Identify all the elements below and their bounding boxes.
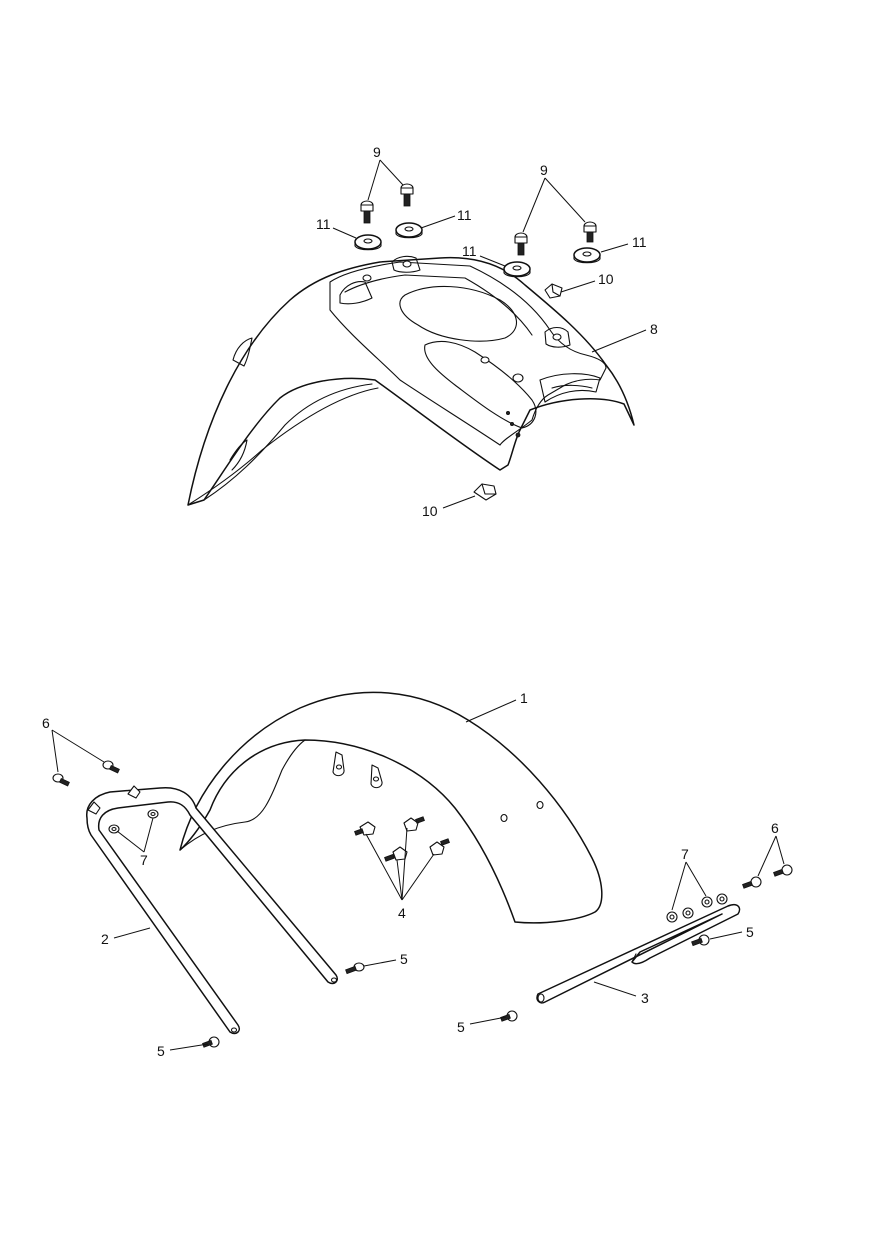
washer-11-d	[573, 247, 601, 264]
callout-10: 10	[422, 503, 438, 519]
callout-3: 3	[641, 990, 649, 1006]
callout-labels: 9 11 11 9 11 11 10 8 10 1 6 7 4 7 6 5 2 …	[42, 144, 779, 1059]
mudguard-stay-3	[536, 893, 741, 1004]
callout-7: 7	[140, 852, 148, 868]
bolts-4	[354, 816, 450, 862]
callout-6: 6	[771, 820, 779, 836]
callout-5: 5	[746, 924, 754, 940]
bolt-9-d	[583, 221, 597, 243]
callout-7: 7	[681, 846, 689, 862]
leader-lines	[51, 159, 785, 1051]
front-mudguard-upper	[187, 255, 635, 506]
bolt-5-d	[691, 934, 710, 947]
callout-6: 6	[42, 715, 50, 731]
callout-9: 9	[540, 162, 548, 178]
callout-1: 1	[520, 690, 528, 706]
bolt-6-d	[773, 864, 793, 877]
mudguard-lower	[179, 691, 603, 924]
bolt-5-a	[345, 962, 365, 975]
clip-10-b	[473, 483, 497, 501]
callout-5: 5	[400, 951, 408, 967]
callout-8: 8	[650, 321, 658, 337]
bolt-6-a	[52, 773, 70, 787]
clip-10-a	[544, 283, 563, 299]
callout-4: 4	[398, 905, 406, 921]
callout-10: 10	[598, 271, 614, 287]
bolt-5-b	[202, 1036, 220, 1048]
bolt-5-c	[500, 1010, 518, 1022]
callout-9: 9	[373, 144, 381, 160]
callout-11: 11	[316, 216, 331, 232]
callout-5: 5	[457, 1019, 465, 1035]
washer-11-b	[395, 222, 423, 239]
callout-11: 11	[457, 207, 472, 223]
bolt-9-b	[400, 183, 414, 207]
bolt-6-b	[102, 760, 120, 774]
callout-2: 2	[101, 931, 109, 947]
washer-11-c	[503, 261, 531, 278]
callout-11: 11	[462, 243, 477, 259]
mudguard-stay-2	[86, 785, 339, 1035]
callout-5: 5	[157, 1043, 165, 1059]
bolt-9-c	[514, 232, 528, 256]
bolt-9-a	[360, 200, 374, 224]
callout-11: 11	[632, 234, 647, 250]
washer-11-a	[354, 234, 382, 251]
bolt-6-c	[742, 876, 762, 889]
